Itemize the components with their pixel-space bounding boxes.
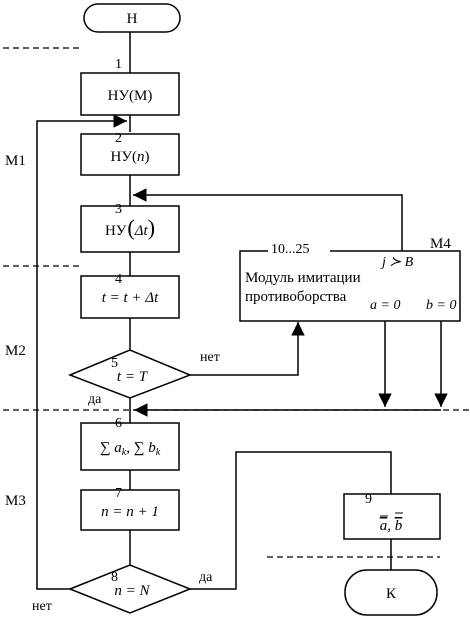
decision-8-no-label: нет xyxy=(32,599,52,614)
branch-no-to-module xyxy=(190,322,305,376)
block-2 xyxy=(80,133,180,176)
module-a-zero: a = 0 xyxy=(370,298,400,313)
section-label-m2: M2 xyxy=(5,343,26,359)
start-terminator xyxy=(83,3,181,33)
feedback-module-to-block-3 xyxy=(133,188,403,251)
block-6-number: 6 xyxy=(115,416,122,431)
branch-yes-to-block-9 xyxy=(190,451,392,590)
module-condition: j ≻ B xyxy=(380,255,414,270)
block-6-text: ∑ ak, ∑ bk xyxy=(100,440,161,458)
block-4-number: 4 xyxy=(115,272,122,287)
decision-8-text: n = N xyxy=(114,583,150,599)
block-9-text: a, b xyxy=(380,518,403,534)
block-7 xyxy=(80,489,180,531)
module-title-line1: Модуль имитации xyxy=(245,270,361,286)
decision-8-number: 8 xyxy=(111,570,118,585)
block-1 xyxy=(80,72,180,116)
module-b-zero: b = 0 xyxy=(426,298,456,313)
module-box xyxy=(239,250,461,322)
decision-8-yes-label: да xyxy=(199,570,213,585)
module-tag: M4 xyxy=(430,236,451,252)
decision-5-yes-label: да xyxy=(88,392,102,407)
module-title-line2: противоборства xyxy=(245,289,347,305)
block-3-number: 3 xyxy=(115,202,122,217)
end-label: К xyxy=(386,586,397,602)
block-7-number: 7 xyxy=(115,486,122,501)
end-terminator xyxy=(344,569,438,616)
block-2-text: НУ(n) xyxy=(111,149,150,165)
module-range: 10...25 xyxy=(271,242,310,257)
block-6 xyxy=(80,422,180,471)
block-9 xyxy=(343,493,441,540)
block-3-text: НУ(Δt) xyxy=(105,215,155,240)
decision-5-text: t = T xyxy=(117,369,149,385)
module-range-mask xyxy=(268,243,330,257)
block-2-number: 2 xyxy=(115,131,122,146)
block-1-number: 1 xyxy=(115,57,122,72)
decision-5-number: 5 xyxy=(111,356,118,371)
block-7-text: n = n + 1 xyxy=(101,504,159,520)
section-label-m3: M3 xyxy=(5,493,26,509)
block-4 xyxy=(80,275,180,319)
decision-5-no-label: нет xyxy=(200,350,220,365)
block-4-text: t = t + Δt xyxy=(102,290,159,306)
loop-no-to-block-2 xyxy=(36,114,127,590)
block-9-number: 9 xyxy=(365,492,372,507)
start-label: Н xyxy=(127,11,138,27)
block-3 xyxy=(80,205,180,253)
section-label-m1: M1 xyxy=(5,153,26,169)
block-1-text: НУ(М) xyxy=(108,88,153,104)
